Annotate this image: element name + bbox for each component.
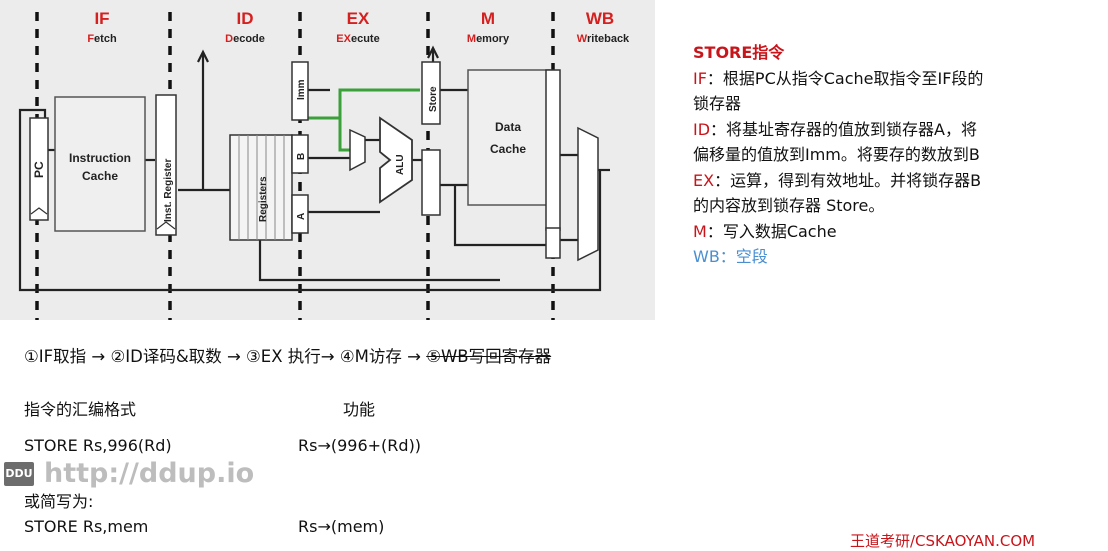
stage-id-title: ID <box>237 9 254 28</box>
pipeline-diagram: IF Fetch ID Decode EX EXecute M Memory W… <box>18 9 630 320</box>
pc-latch <box>29 117 49 221</box>
alu-label: ALU <box>395 154 406 175</box>
inst-register-label: Inst. Register <box>163 159 174 222</box>
register-file <box>229 134 293 241</box>
format-row2-right: Rs→(mem) <box>298 517 385 536</box>
format-row1-right: Rs→(996+(Rd)) <box>298 436 422 455</box>
registers-label: Registers <box>258 176 269 222</box>
stage-ex-name: EXecute <box>336 33 379 45</box>
stage-if-title: IF <box>94 9 109 28</box>
mem-wb-latch-alu <box>545 227 561 259</box>
watermark-badge: DDU <box>4 462 34 486</box>
format-alt-label: 或简写为: <box>24 492 94 511</box>
stage-wb-title: WB <box>586 9 614 28</box>
format-row2-left: STORE Rs,mem <box>24 517 149 536</box>
imm-label: Imm <box>296 79 307 100</box>
pc-label: PC <box>32 161 46 178</box>
alu <box>379 116 413 204</box>
footer-brand: 王道考研/CSKAOYAN.COM <box>850 532 1036 550</box>
note-id: ID：将基址寄存器的值放到锁存器A，将 <box>693 119 977 139</box>
note-if-cont: 锁存器 <box>693 94 742 113</box>
mem-wb-latch <box>545 69 561 231</box>
notes-title: STORE指令 <box>693 43 785 62</box>
imm-latch <box>291 61 309 121</box>
store-instruction-notes: STORE指令 IF：根据PC从指令Cache取指令至IF段的 锁存器 ID：将… <box>693 40 1103 270</box>
steps-main: ①IF取指 → ②ID译码&取数 → ③EX 执行→ ④M访存 → <box>24 347 427 366</box>
alu-input-mux <box>349 128 366 172</box>
pipeline-steps: ①IF取指 → ②ID译码&取数 → ③EX 执行→ ④M访存 → ⑤WB写回寄… <box>24 343 551 367</box>
note-m: M：写入数据Cache <box>693 221 837 241</box>
note-wb: WB：空段 <box>693 247 768 266</box>
stage-if-name: Fetch <box>87 33 117 45</box>
stage-m-title: M <box>481 9 495 28</box>
dcache-label-1: Data <box>495 120 521 134</box>
stage-ex-title: EX <box>347 9 370 28</box>
watermark-url: http://ddup.io <box>44 458 255 489</box>
format-header-left: 指令的汇编格式 <box>24 400 137 419</box>
alu-output-latch <box>421 149 441 216</box>
b-label: B <box>296 153 307 160</box>
store-latch <box>421 61 441 125</box>
stage-wb-name: Writeback <box>577 33 630 45</box>
dcache-label-2: Cache <box>490 142 526 156</box>
b-latch <box>291 134 309 174</box>
note-ex: EX：运算，得到有效地址。并将锁存器B <box>693 170 982 190</box>
note-id-cont: 偏移量的值放到Imm。将要存的数放到B <box>693 145 980 164</box>
icache-label-2: Cache <box>82 169 118 183</box>
note-ex-cont: 的内容放到锁存器 Store。 <box>693 196 885 215</box>
datapath-wires <box>18 45 610 292</box>
format-row1-left: STORE Rs,996(Rd) <box>24 436 172 455</box>
stage-id-name: Decode <box>225 33 265 45</box>
a-label: A <box>296 213 307 220</box>
writeback-mux <box>577 126 599 262</box>
data-cache <box>467 69 551 206</box>
stage-m-name: Memory <box>467 33 510 45</box>
instruction-cache <box>54 96 146 232</box>
a-latch <box>291 194 309 234</box>
note-if: IF：根据PC从指令Cache取指令至IF段的 <box>693 68 984 88</box>
store-label: Store <box>428 86 439 112</box>
format-header-right: 功能 <box>343 400 376 419</box>
forwarding-wires <box>307 88 420 152</box>
icache-label-1: Instruction <box>69 151 131 165</box>
steps-struck-wb: ⑤WB写回寄存器 <box>426 347 552 366</box>
inst-register-latch <box>155 94 177 236</box>
